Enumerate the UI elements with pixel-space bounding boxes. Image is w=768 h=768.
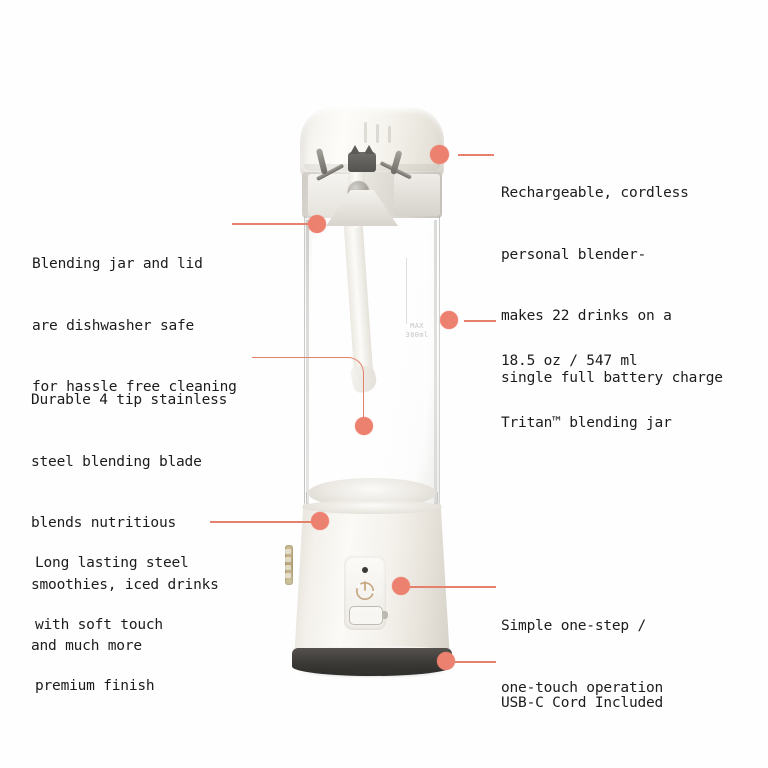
battery-icon-terminal [383, 611, 388, 619]
callout-line: one-touch operation [501, 679, 664, 696]
callout-line: steel blending blade [31, 453, 202, 470]
callout-line: personal blender- [501, 246, 647, 263]
blade-cap [348, 145, 376, 172]
jar-edge [306, 220, 309, 506]
callout-line: USB-C Cord Included [501, 695, 664, 711]
callout-line: Tritan™ blending jar [501, 414, 672, 431]
callout-jar-capacity: 18.5 oz / 547 ml Tritan™ blending jar [501, 310, 672, 474]
callout-dot-blade-feature[interactable] [355, 417, 373, 435]
callout-lid-feature: Rechargeable, cordless personal blender-… [501, 142, 723, 429]
usb-port-slot [285, 573, 291, 578]
usb-port-slot [285, 565, 291, 570]
callout-line: smoothies, iced drinks [31, 576, 219, 593]
callout-dot-jar-capacity[interactable] [440, 311, 458, 329]
callout-dot-finish-feature[interactable] [311, 512, 329, 530]
blade-tip [350, 145, 360, 154]
usb-port-slot [285, 557, 291, 562]
base-rubber-foot [292, 648, 452, 676]
callout-line: and much more [31, 638, 142, 654]
leader-line-jar-capacity [464, 320, 496, 322]
usb-c-port [285, 545, 293, 585]
jar-edge [434, 220, 437, 506]
callout-line: Long lasting steel [35, 555, 189, 571]
callout-blade-feature: Durable 4 tip stainless steel blending b… [31, 349, 227, 698]
callout-line: blends nutritious [31, 515, 177, 531]
callout-line: for hassle free cleaning [32, 379, 237, 395]
callout-line: with soft touch [35, 616, 163, 633]
callout-dot-operation-feature[interactable] [392, 577, 410, 595]
callout-line: Rechargeable, cordless [501, 185, 689, 201]
callout-line: Blending jar and lid [32, 256, 203, 272]
jar-max-label: MAX [410, 322, 424, 330]
callout-dot-cord-feature[interactable] [437, 652, 455, 670]
lid-vent-groove [388, 126, 391, 143]
leader-line-dishwasher-safe [232, 223, 310, 225]
callout-cord-feature: USB-C Cord Included [501, 652, 663, 755]
battery-level-icon [349, 606, 383, 625]
callout-line: makes 22 drinks on a [501, 308, 672, 324]
jar-graduation-line [406, 258, 408, 324]
product-shadow [300, 668, 446, 678]
leader-line-finish-feature [210, 521, 316, 523]
lid-vent-groove [376, 124, 379, 143]
callout-dot-lid-feature[interactable] [430, 145, 449, 164]
led-indicator [362, 567, 368, 573]
base-top-rim [302, 500, 442, 514]
callout-line: premium finish [35, 678, 155, 694]
callout-operation-feature: Simple one-step / one-touch operation [501, 575, 663, 739]
callout-line: single full battery charge [501, 369, 723, 386]
callout-line: Simple one-step / [501, 618, 647, 634]
callout-finish-feature: Long lasting steel with soft touch premi… [35, 512, 189, 738]
callout-line: are dishwasher safe [32, 317, 195, 334]
callout-line: Durable 4 tip stainless [31, 392, 228, 408]
blade-tip [364, 145, 374, 154]
leader-line-blade-feature [252, 357, 364, 421]
leader-line-lid-feature [458, 154, 494, 156]
leader-line-cord-feature [455, 661, 496, 663]
callout-dot-dishwasher-safe[interactable] [308, 215, 326, 233]
leader-line-operation-feature [410, 586, 496, 588]
usb-port-slot [285, 549, 291, 554]
collar-highlight [394, 174, 440, 216]
callout-dishwasher-safe: Blending jar and lid are dishwasher safe… [32, 213, 237, 439]
jar-max-volume: 380ml [405, 331, 429, 339]
jar-highlight [422, 236, 428, 472]
jar-highlight [312, 238, 319, 470]
callout-line: 18.5 oz / 547 ml [501, 353, 638, 369]
lid-vent-groove [364, 122, 367, 143]
power-button-icon[interactable] [353, 578, 377, 602]
